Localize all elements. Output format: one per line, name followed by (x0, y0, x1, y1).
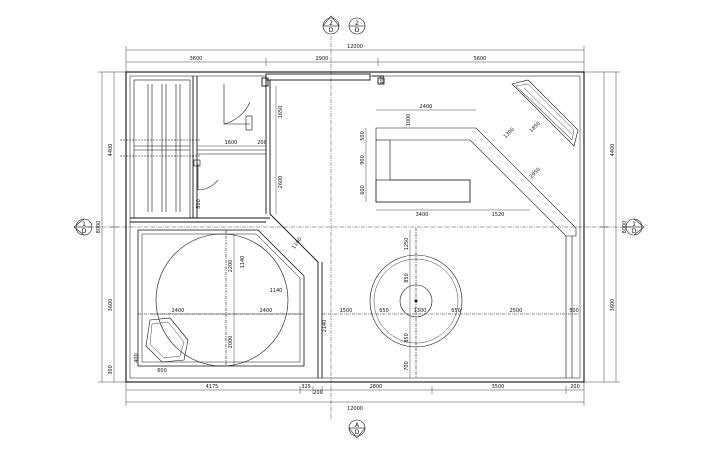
dim-table-h: 650 (451, 308, 461, 314)
dim-chair: 400 (134, 353, 140, 363)
dim-table-v: 1250 (404, 238, 410, 251)
dim-right-overall: 8000 (622, 221, 628, 234)
dim-bar-left: 900 (360, 155, 366, 165)
dim-bottom-seg: 4175 (206, 384, 219, 390)
dim-room-v: 2140 (322, 320, 328, 333)
dim-bar-diag: 2950 (529, 167, 542, 180)
lounge-chair (145, 317, 189, 363)
dim-stair-h2: 2600 (278, 176, 284, 189)
grid-label-top: 2 (329, 20, 333, 27)
dim-table-h: 1300 (414, 308, 427, 314)
grid-label-top-sub: D (329, 27, 334, 34)
dim-bar-top-offset: 1000 (406, 114, 412, 127)
dim-room-w: 2400 (260, 308, 273, 314)
grid-label-left-sub: D (82, 228, 87, 235)
dim-table-h: 650 (379, 308, 389, 314)
dim-top-overall: 12000 (347, 44, 363, 50)
dim-table-v: 700 (404, 361, 410, 371)
round-area (155, 233, 289, 367)
dim-bar-diag: 1300 (503, 127, 516, 140)
dim-right-seg: 3600 (610, 299, 616, 312)
dim-bar-diag: 1850 (529, 121, 542, 134)
dim-bar-bottom: 1520 (492, 212, 505, 218)
dim-bottom-seg: 200 (313, 390, 323, 396)
dim-room-h: 1140 (240, 256, 246, 269)
dim-bottom-seg: 200 (570, 384, 580, 390)
dim-left-seg: 4400 (108, 144, 114, 157)
grid-label-top-b: 2 (355, 20, 359, 27)
dim-table-v: 850 (404, 273, 410, 283)
dim-top-wall: 400 (380, 75, 386, 85)
dim-stair-h: 1650 (278, 106, 284, 119)
dim-top-seg: 2900 (316, 56, 329, 62)
dim-table-v: 850 (404, 333, 410, 343)
round-table (322, 228, 580, 378)
dim-stair-w2: 200 (257, 140, 267, 146)
display-shelf (511, 79, 579, 147)
bar-counter (375, 127, 577, 378)
dim-room-diag: 1100 (291, 236, 303, 250)
dim-stair-w: 1600 (225, 140, 238, 146)
grid-label-bottom: A (355, 422, 360, 429)
dim-bottom-seg: 325 (301, 384, 311, 390)
grid-label-bottom-sub: D (355, 429, 360, 436)
dim-bottom-overall: 12000 (347, 406, 363, 412)
dim-left-overall: 8000 (96, 221, 102, 234)
dim-bar-left: 600 (360, 185, 366, 195)
grid-label-right: 1 (632, 221, 636, 228)
dim-table-h: 2500 (510, 308, 523, 314)
dim-top-seg: 3600 (190, 56, 203, 62)
dim-bottom-seg: 2800 (370, 384, 383, 390)
dim-stair-h3: 800 (196, 199, 202, 209)
grid-markers (73, 15, 645, 439)
left-room (137, 229, 305, 367)
grid-label-top-b-sub: D (355, 27, 360, 34)
dim-top-seg: 5600 (474, 56, 487, 62)
dim-table-h: 1500 (340, 308, 353, 314)
partition-walls (130, 73, 385, 378)
dim-bar-bottom: 3400 (416, 212, 429, 218)
dim-bottom-seg: 3500 (492, 384, 505, 390)
grid-label-left: 1 (82, 221, 86, 228)
dimension-lines (98, 46, 620, 406)
dim-chair: 600 (157, 368, 167, 374)
grid-label-right-sub: D (632, 228, 637, 235)
dim-bar-left: 500 (360, 131, 366, 141)
dim-room-h: 2000 (228, 336, 234, 349)
dim-room-w: 2400 (172, 308, 185, 314)
dim-right-seg: 4400 (610, 144, 616, 157)
dim-chair: 300 (108, 365, 114, 375)
wc-room (193, 84, 266, 191)
dim-left-seg: 3600 (108, 299, 114, 312)
dim-table-h: 500 (569, 308, 579, 314)
axis-lines (88, 36, 634, 420)
staircase (120, 79, 200, 219)
dim-room-d2: 1140 (270, 288, 283, 294)
dim-bar-top: 2400 (420, 104, 433, 110)
dim-room-h: 2200 (228, 260, 234, 273)
